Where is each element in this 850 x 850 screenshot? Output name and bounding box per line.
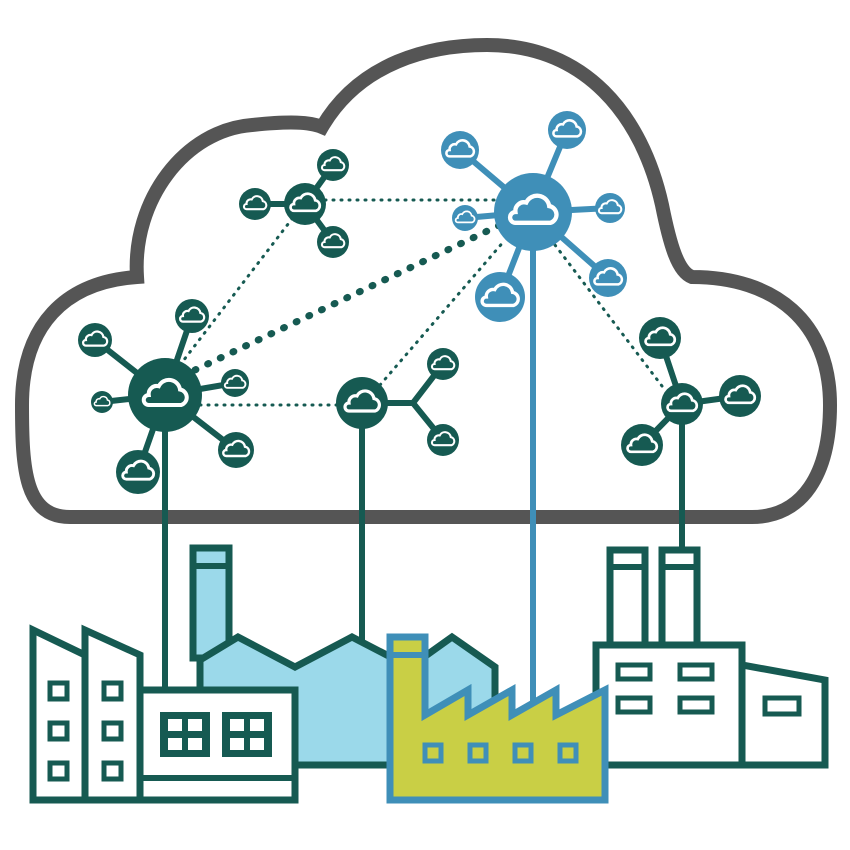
node-cluster-left: [78, 299, 254, 494]
node-cluster-right: [621, 317, 761, 466]
connector-lines: [162, 245, 685, 705]
mesh-links: [178, 198, 667, 407]
factory-yellow: [386, 633, 609, 804]
factory-right: [592, 546, 829, 769]
cloud-outline: [14, 37, 838, 524]
node-cluster-blue-hub: [441, 111, 627, 322]
factory-left-building: [29, 624, 299, 804]
node-cluster-top: [239, 149, 349, 258]
node-cluster-center: [336, 348, 459, 456]
